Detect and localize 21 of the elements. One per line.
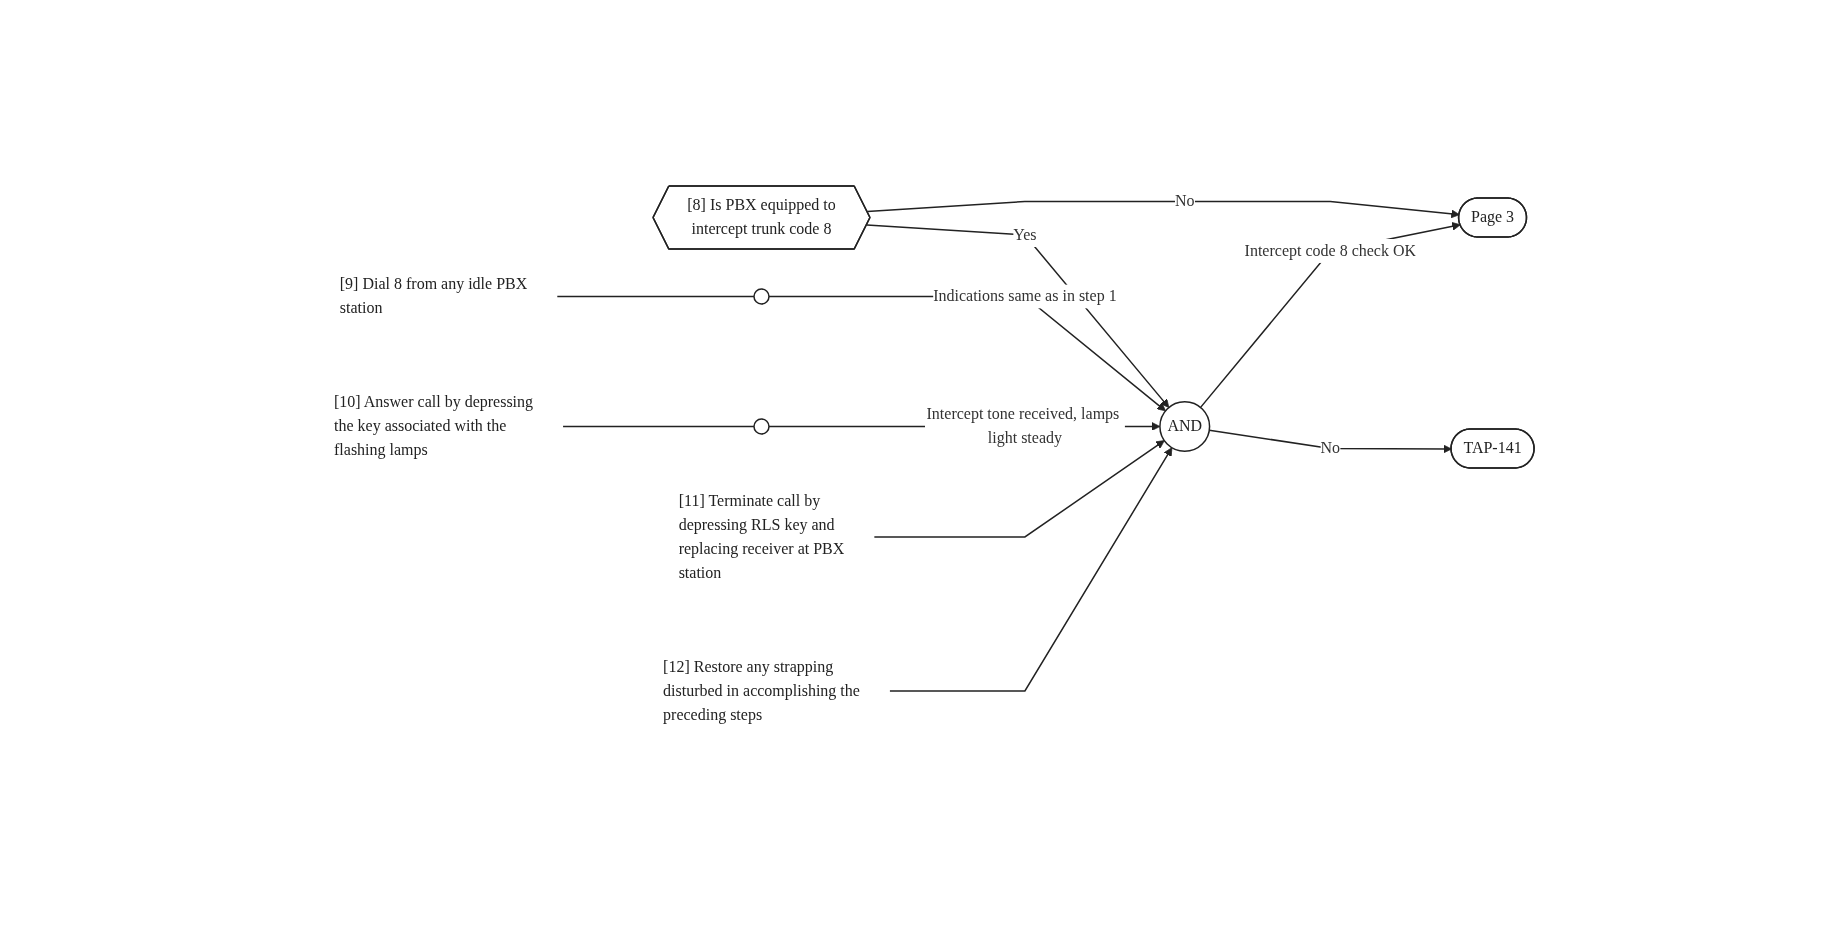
arrow — [873, 439, 1165, 538]
edge-label: Intercept code 8 check OK — [1244, 241, 1417, 259]
node-text: [9] Dial 8 from any idle PBX station — [339, 275, 528, 316]
arrow — [1199, 221, 1461, 408]
arrow — [889, 446, 1173, 692]
node-circle: AND — [1159, 400, 1211, 452]
node-circle — [753, 287, 770, 305]
edge-label: No — [1320, 438, 1341, 456]
node-circle — [753, 417, 770, 435]
edge-label: Yes — [1013, 225, 1037, 243]
edge-label: Intercept tone received, lamps light steady — [926, 404, 1120, 446]
node-text: [12] Restore any strapping disturbed in accomplishing the preceding steps — [663, 657, 860, 723]
edge-label: Indications same as in step 1 — [933, 287, 1117, 304]
connector — [562, 425, 755, 427]
node-text: [11] Terminate call by depressing RLS key and replacing receiver at PBX station — [678, 491, 845, 581]
connector — [556, 295, 755, 297]
node-text: [10] Answer call by depressing the key associated with the flashing lamps — [333, 392, 534, 458]
arrow — [1208, 428, 1452, 453]
edge-label: No — [1174, 192, 1195, 209]
arrow — [866, 223, 1170, 408]
arrow — [866, 200, 1460, 218]
